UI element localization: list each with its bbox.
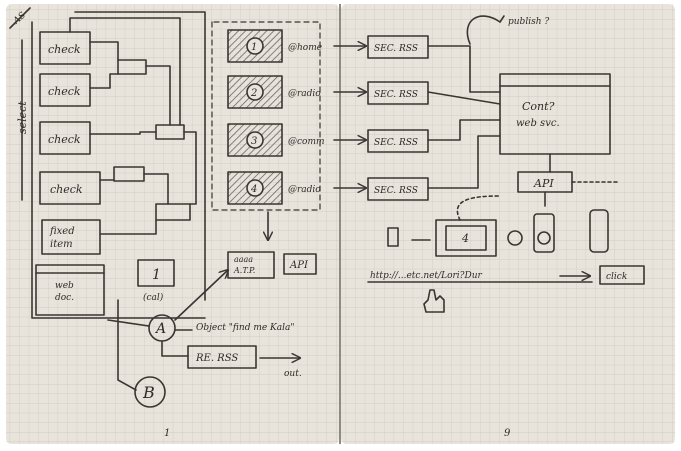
number-label-3: 3 bbox=[251, 136, 257, 147]
small-plug-icon bbox=[387, 227, 399, 247]
circle-b bbox=[134, 376, 166, 408]
circle-b-label: B bbox=[142, 383, 155, 402]
number-label-1: 1 bbox=[251, 42, 257, 53]
check-box-3 bbox=[39, 121, 91, 155]
object-note: Object "find me Kala" bbox=[196, 323, 295, 333]
check-label-1: check bbox=[48, 43, 81, 56]
laptop-box bbox=[435, 219, 497, 257]
window-text-2: web svc. bbox=[516, 118, 560, 129]
fixed-line-1: fixed bbox=[49, 226, 75, 237]
source-label-3: @comm bbox=[288, 137, 325, 147]
window-line-2: doc. bbox=[55, 293, 74, 303]
atp-line-1: aaaa bbox=[234, 255, 253, 264]
rss-label-4: SEC. RSS bbox=[374, 186, 418, 196]
number-label-4: 4 bbox=[250, 184, 257, 195]
atp-line-2: A.T.P. bbox=[233, 266, 255, 275]
click-box bbox=[599, 265, 645, 285]
check-label-3: check bbox=[48, 133, 81, 146]
laptop-label: 4 bbox=[461, 232, 469, 245]
source-label-1: @home bbox=[288, 43, 322, 53]
one-box bbox=[137, 259, 175, 287]
check-box-4 bbox=[39, 171, 101, 205]
publish-label: publish ? bbox=[508, 17, 549, 27]
hand-cursor-icon bbox=[423, 289, 445, 313]
rss-box-3 bbox=[367, 129, 429, 153]
window-text-1: Cont? bbox=[522, 100, 555, 113]
music-player-icon bbox=[533, 213, 555, 253]
rss-box-label: RE. RSS bbox=[195, 353, 238, 364]
left-page-number: 1 bbox=[164, 428, 170, 439]
api-box-left bbox=[283, 253, 317, 275]
right-page-number: 9 bbox=[504, 428, 511, 439]
power-icon bbox=[507, 230, 523, 246]
connector-box-4 bbox=[155, 203, 191, 221]
check-label-2: check bbox=[48, 85, 81, 98]
source-label-2: @radio bbox=[288, 89, 321, 99]
rss-box-4 bbox=[367, 177, 429, 201]
rss-box-1 bbox=[367, 35, 429, 59]
url-target: click bbox=[606, 272, 627, 282]
phone-icon bbox=[589, 209, 609, 253]
web-doc-window bbox=[35, 264, 105, 316]
api-left-label: API bbox=[289, 260, 309, 271]
fixed-item-box bbox=[41, 219, 101, 255]
service-window bbox=[499, 73, 611, 155]
check-label-4: check bbox=[50, 183, 83, 196]
rss-label-3: SEC. RSS bbox=[374, 138, 418, 148]
url-text: http://...etc.net/Lori?Dur bbox=[370, 271, 482, 281]
source-label-4: @radio bbox=[288, 185, 321, 195]
number-box-4 bbox=[227, 171, 283, 205]
rss-label-1: SEC. RSS bbox=[374, 44, 418, 54]
number-label-2: 2 bbox=[250, 88, 257, 99]
re-rss-box bbox=[187, 345, 257, 369]
rss-box-2 bbox=[367, 81, 429, 105]
atp-box bbox=[227, 251, 275, 279]
connector-box-1 bbox=[117, 59, 147, 75]
one-label: 1 bbox=[152, 267, 161, 283]
rss-out-label: out. bbox=[284, 369, 302, 379]
one-sub-label: (cal) bbox=[143, 292, 164, 303]
window-line-1: web bbox=[55, 281, 74, 291]
check-box-1 bbox=[39, 31, 91, 65]
side-label: select bbox=[16, 101, 29, 134]
rss-label-2: SEC. RSS bbox=[374, 90, 418, 100]
api-right-label: API bbox=[533, 177, 554, 190]
circle-a-label: A bbox=[154, 321, 166, 337]
fixed-line-2: item bbox=[50, 239, 73, 250]
check-box-2 bbox=[39, 73, 91, 107]
